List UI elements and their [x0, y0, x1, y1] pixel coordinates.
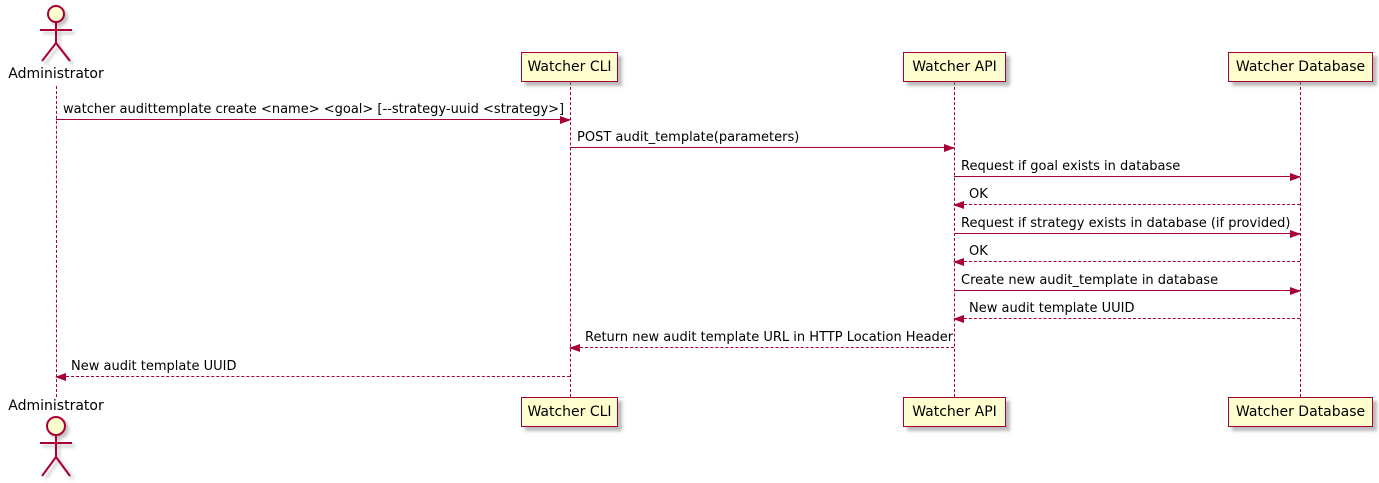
- arrowhead-right-icon: [560, 116, 571, 124]
- arrowhead-left-icon: [953, 201, 964, 209]
- arrowhead-left-icon: [953, 258, 964, 266]
- arrowhead-right-icon: [1290, 173, 1301, 181]
- message-new-uuid-to-admin: New audit template UUID: [55, 357, 570, 381]
- message-post-audit-template: POST audit_template(parameters): [570, 128, 955, 152]
- message-new-uuid-from-db: New audit template UUID: [953, 299, 1300, 323]
- actor-name-bottom: Administrator: [8, 398, 104, 414]
- message-label: Request if strategy exists in database (…: [961, 216, 1291, 231]
- message-ok-goal: OK: [953, 185, 1300, 209]
- message-label: Create new audit_template in database: [961, 273, 1219, 288]
- participant-watcher-api-top: Watcher API: [903, 52, 1006, 82]
- message-label: Request if goal exists in database: [961, 159, 1181, 174]
- message-ok-strategy: OK: [953, 242, 1300, 266]
- arrowhead-left-icon: [55, 373, 66, 381]
- participant-watcher-database-bottom: Watcher Database: [1228, 397, 1373, 427]
- participant-watcher-database-top: Watcher Database: [1228, 52, 1373, 82]
- message-label: New audit template UUID: [969, 301, 1135, 316]
- actor-icon: [40, 5, 72, 62]
- message-label: OK: [969, 244, 988, 259]
- arrowhead-left-icon: [569, 344, 580, 352]
- message-label: New audit template UUID: [71, 359, 237, 374]
- message-label: Return new audit template URL in HTTP Lo…: [585, 330, 954, 345]
- lifeline-watcher-database: [1299, 82, 1301, 397]
- actor-name-top: Administrator: [8, 66, 104, 82]
- lifeline-watcher-cli: [569, 82, 571, 397]
- message-label: OK: [969, 187, 988, 202]
- lifeline-watcher-api: [953, 82, 955, 397]
- participant-watcher-api-bottom: Watcher API: [903, 397, 1006, 427]
- arrowhead-right-icon: [944, 144, 955, 152]
- lifeline-administrator: [55, 86, 57, 397]
- message-create-audittemplate: watcher audittemplate create <name> <goa…: [56, 100, 571, 124]
- message-request-goal-exists: Request if goal exists in database: [954, 157, 1301, 181]
- message-create-in-database: Create new audit_template in database: [954, 271, 1301, 295]
- message-label: watcher audittemplate create <name> <goa…: [63, 102, 565, 117]
- arrowhead-left-icon: [953, 315, 964, 323]
- message-request-strategy-exists: Request if strategy exists in database (…: [954, 214, 1301, 238]
- participant-watcher-cli-bottom: Watcher CLI: [521, 397, 618, 427]
- message-label: POST audit_template(parameters): [577, 130, 800, 145]
- arrowhead-right-icon: [1290, 287, 1301, 295]
- message-return-url: Return new audit template URL in HTTP Lo…: [569, 328, 954, 352]
- arrowhead-right-icon: [1290, 230, 1301, 238]
- participant-watcher-cli-top: Watcher CLI: [521, 52, 618, 82]
- actor-icon: [40, 416, 72, 477]
